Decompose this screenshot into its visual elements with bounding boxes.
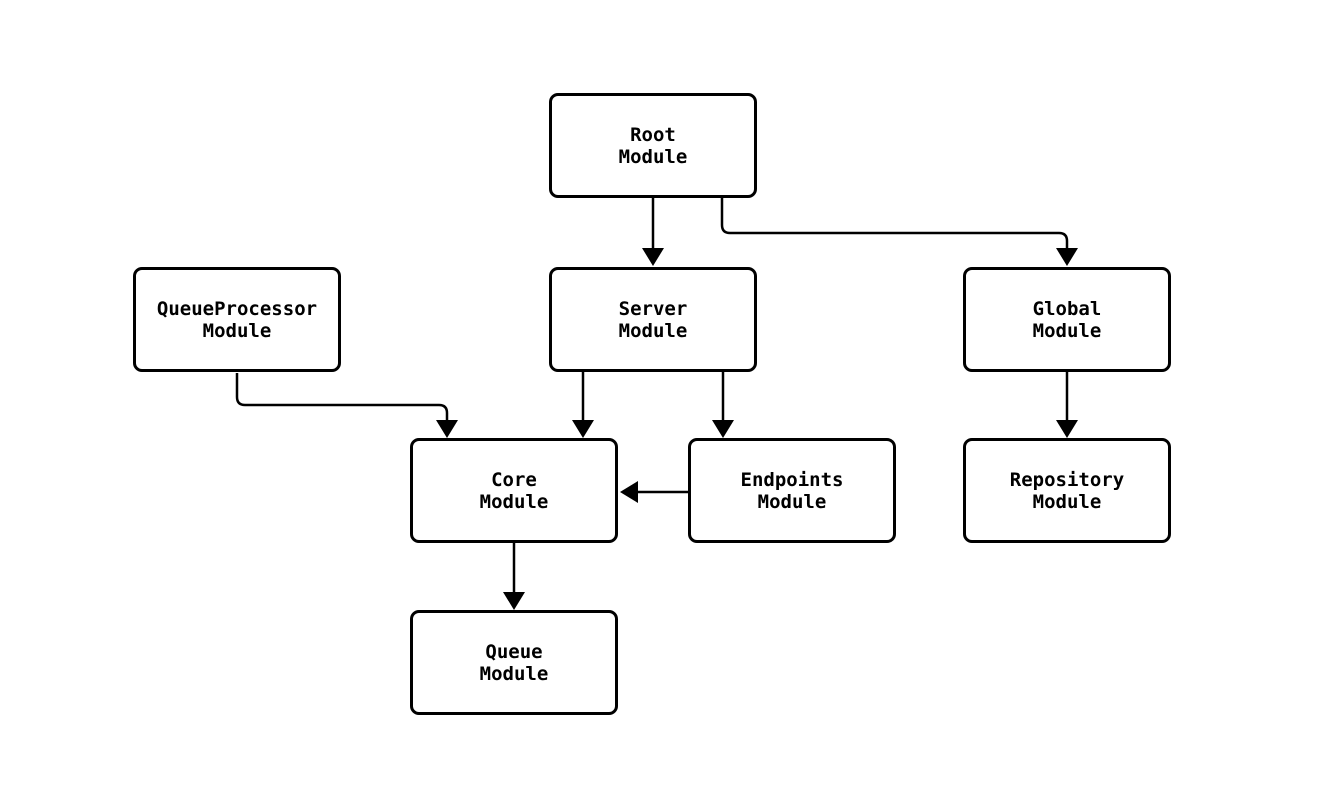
edge-endpoints-to-core	[620, 481, 688, 503]
arrowhead-root-to-global	[1056, 248, 1078, 266]
node-label: Module	[618, 145, 688, 168]
arrowhead-core-to-queue	[503, 592, 525, 610]
node-label: Module	[618, 319, 688, 342]
node-core-module: Core Module	[410, 438, 618, 543]
node-repository-module: Repository Module	[963, 438, 1171, 543]
node-label: Module	[1032, 319, 1102, 342]
edge-server-to-core	[572, 372, 594, 438]
arrowhead-endpoints-to-core	[620, 481, 638, 503]
node-server-module: Server Module	[549, 267, 757, 372]
node-global-module: Global Module	[963, 267, 1171, 372]
node-label: Module	[479, 662, 549, 685]
arrowhead-root-to-server	[642, 248, 664, 266]
arrowhead-server-to-endpoints	[712, 420, 734, 438]
node-root-module: Root Module	[549, 93, 757, 198]
arrowhead-global-to-repository	[1056, 420, 1078, 438]
node-label: Queue	[485, 640, 543, 663]
node-label: Repository	[1009, 468, 1125, 491]
node-queue-module: Queue Module	[410, 610, 618, 715]
edge-root-to-global	[720, 198, 1078, 266]
node-label: Server	[618, 297, 688, 320]
edge-queueprocessor-to-core	[235, 373, 458, 438]
arrowhead-queueprocessor-to-core	[436, 420, 458, 438]
node-label: QueueProcessor	[156, 297, 318, 320]
node-label: Root	[630, 123, 676, 146]
edge-root-to-server	[642, 198, 664, 266]
node-label: Global	[1032, 297, 1102, 320]
node-label: Module	[757, 490, 827, 513]
node-queueprocessor-module: QueueProcessor Module	[133, 267, 341, 372]
node-label: Core	[491, 468, 537, 491]
edge-core-to-queue	[503, 543, 525, 610]
node-label: Module	[479, 490, 549, 513]
node-label: Module	[1032, 490, 1102, 513]
node-endpoints-module: Endpoints Module	[688, 438, 896, 543]
edge-server-to-endpoints	[712, 372, 734, 438]
node-label: Endpoints	[740, 468, 844, 491]
edge-global-to-repository	[1056, 372, 1078, 438]
arrowhead-server-to-core	[572, 420, 594, 438]
node-label: Module	[202, 319, 272, 342]
